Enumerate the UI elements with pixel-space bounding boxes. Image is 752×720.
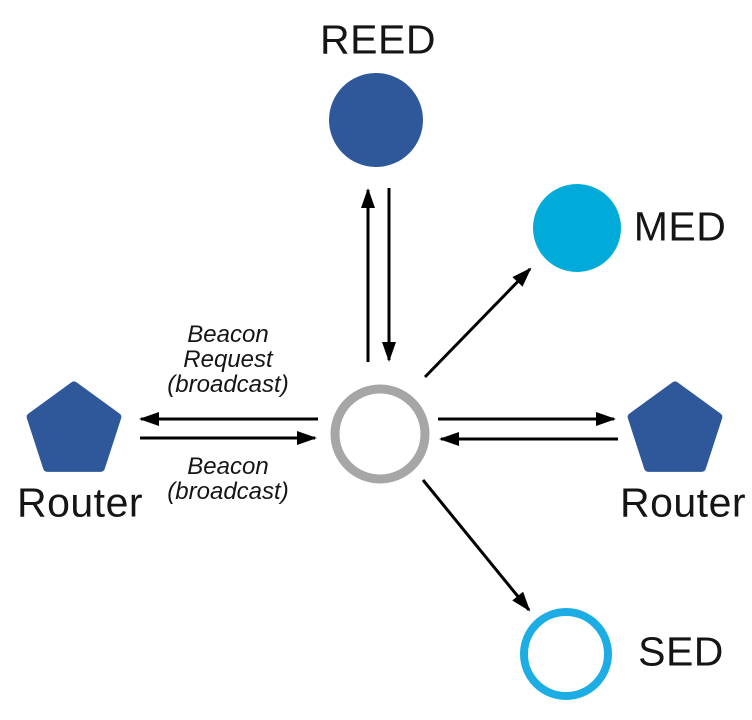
router-right-node-label: Router (619, 479, 747, 526)
beacon-broadcast-label: Beacon (broadcast) (167, 453, 289, 505)
router-right-pentagon (627, 381, 723, 472)
med-node-label: MED (633, 203, 727, 250)
reed-node-circle (329, 73, 423, 167)
arrow-joiner-to-med (423, 267, 532, 379)
sed-node-circle (520, 608, 612, 700)
med-node-circle (533, 184, 621, 272)
beacon-request-broadcast-label: Beacon Request (broadcast) (167, 321, 289, 398)
router-left-pentagon (26, 381, 122, 472)
joining-device-node-circle (330, 384, 430, 484)
router-left-node-label: Router (16, 479, 144, 526)
reed-node-label: REED (320, 16, 436, 63)
sed-node-label: SED (638, 628, 724, 675)
arrow-joiner-to-sed (421, 479, 531, 612)
